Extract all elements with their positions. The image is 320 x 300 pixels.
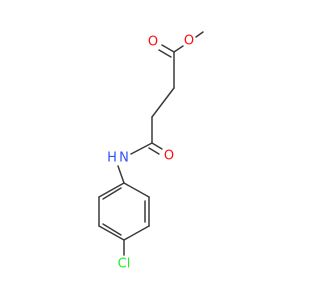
bond-amide-carbonyl-1 [151, 142, 163, 150]
ring-bond-3 [123, 225, 150, 241]
bond-methyl-oxygen [195, 31, 204, 38]
ring-inner-bond-3 [102, 187, 122, 200]
atom-oxygen-amide-carbonyl: O [164, 149, 174, 164]
bond-ester-carbonyl-2 [158, 49, 172, 58]
atom-nitrogen-amide: N [119, 151, 129, 166]
molecule-diagram: O O O N H Cl [98, 31, 204, 272]
bond-amide-carbonyl-2 [148, 147, 160, 155]
bond-nitrogen-ring [117, 165, 125, 184]
bond-lines [98, 31, 204, 256]
atom-oxygen-ester-carbonyl: O [148, 35, 158, 50]
atom-chlorine: Cl [118, 257, 131, 272]
bond-oxygen-ester-carbon [173, 45, 184, 53]
ring-inner-bond-2 [102, 223, 122, 236]
bond-ch2-ch2 [151, 87, 175, 118]
bond-amide-carbon-nitrogen [130, 142, 153, 155]
atom-hydrogen-amide: H [107, 151, 117, 166]
ring-bond-6 [98, 182, 125, 198]
bond-ester-carbonyl-1 [161, 44, 175, 53]
ring-bond-4 [98, 225, 125, 241]
atom-oxygen-methoxy: O [184, 34, 194, 49]
ring-bond-1 [123, 182, 150, 198]
atom-labels: O O O N H Cl [107, 34, 194, 272]
